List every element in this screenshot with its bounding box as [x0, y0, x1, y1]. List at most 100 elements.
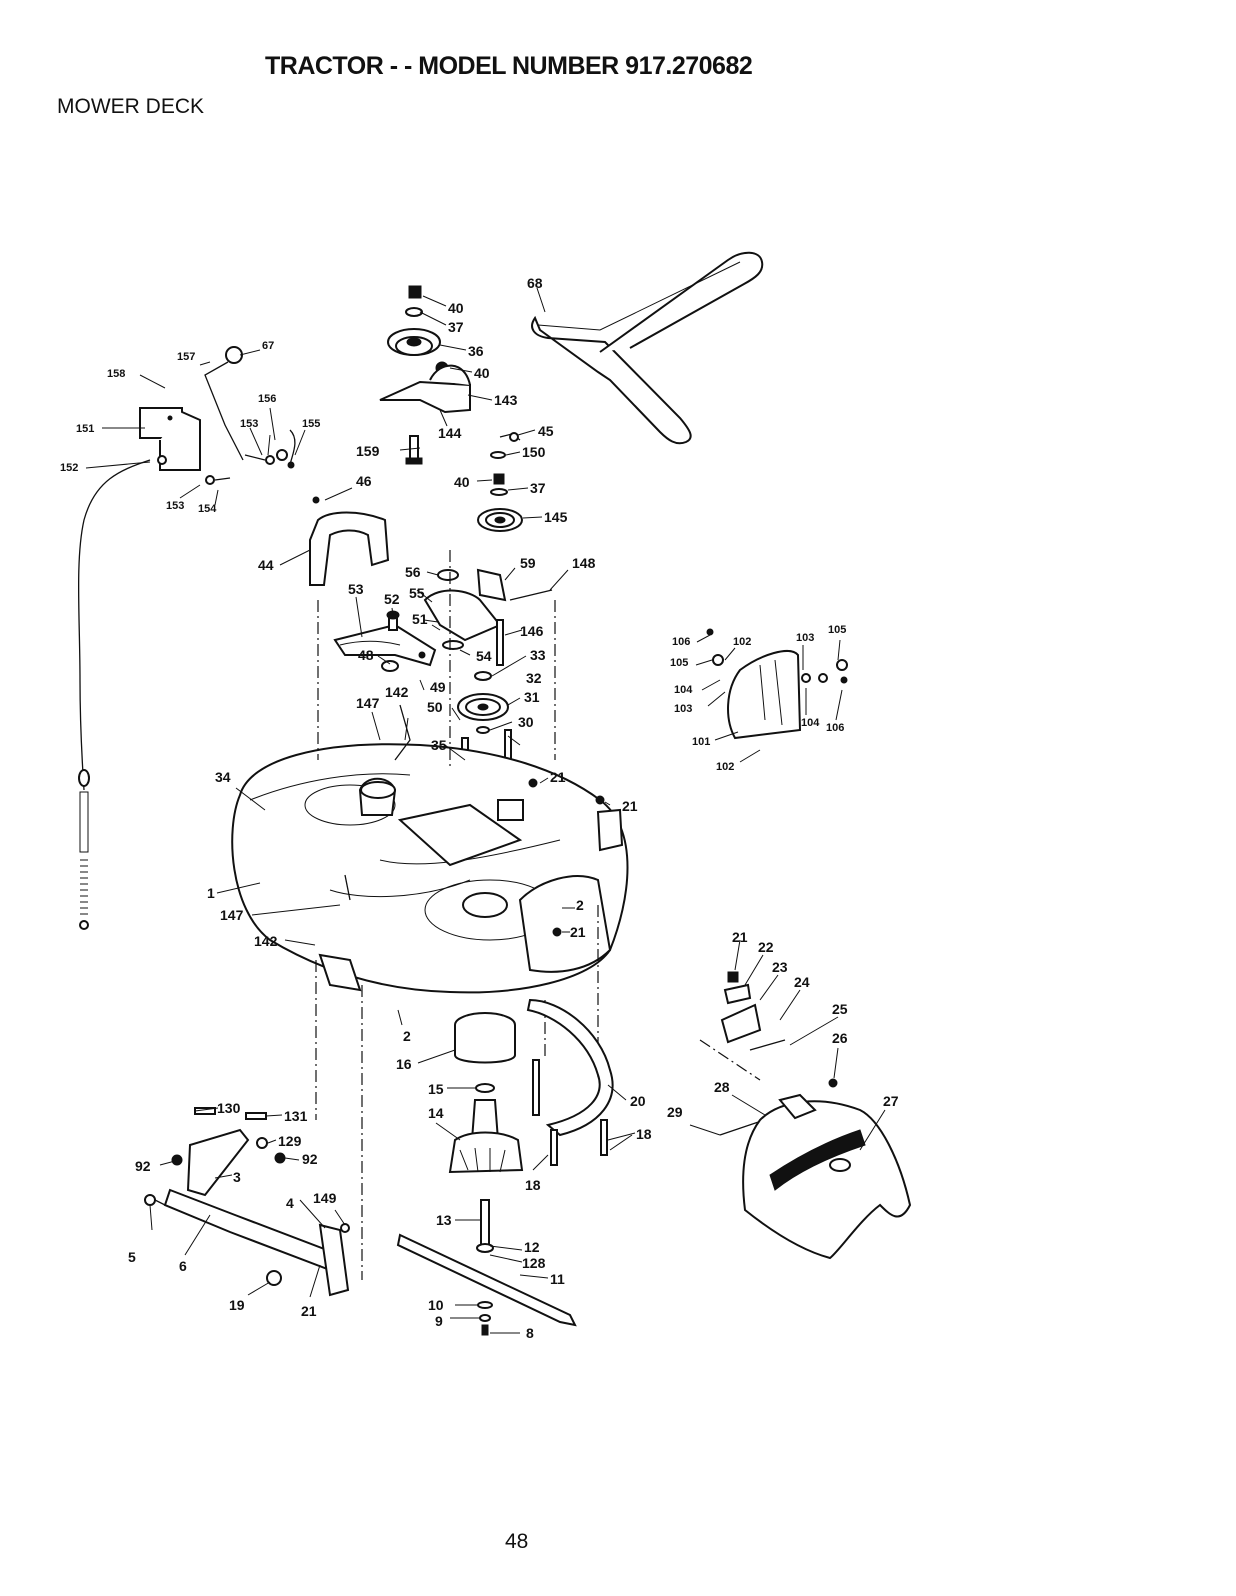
- callout: 29: [667, 1104, 683, 1120]
- callout: 142: [385, 684, 409, 700]
- callout: 147: [356, 695, 380, 711]
- section-title: MOWER DECK: [57, 95, 204, 118]
- callout: 31: [524, 689, 540, 705]
- callout: 128: [522, 1255, 546, 1271]
- callout: 104: [674, 684, 693, 696]
- drive-belt: [531, 251, 764, 445]
- assembly-lines: [315, 550, 761, 1280]
- lift-cable: [77, 459, 151, 930]
- callout: 20: [630, 1093, 646, 1109]
- callout: 106: [672, 636, 690, 648]
- callout: 152: [60, 462, 78, 474]
- callout: 16: [396, 1056, 412, 1072]
- callout: 157: [177, 351, 195, 363]
- callout: 33: [530, 647, 546, 663]
- callout: 105: [828, 624, 846, 636]
- callout: 154: [198, 503, 217, 515]
- callout: 25: [832, 1001, 848, 1017]
- callout: 37: [448, 319, 464, 335]
- callout: 14: [428, 1105, 444, 1121]
- callout: 102: [733, 636, 751, 648]
- callout: 32: [526, 670, 542, 686]
- page-number: 48: [505, 1530, 529, 1553]
- callout: 9: [435, 1313, 443, 1329]
- callout: 23: [772, 959, 788, 975]
- callout: 50: [427, 699, 443, 715]
- callout: 13: [436, 1212, 452, 1228]
- mower-deck-exploded-diagram: 68 40 37 36 40 143 144 159 45 150 40 37 …: [60, 251, 912, 1341]
- callout: 27: [883, 1093, 899, 1109]
- callout: 5: [128, 1249, 136, 1265]
- callout: 21: [622, 798, 638, 814]
- callout: 45: [538, 423, 554, 439]
- callout: 51: [412, 611, 428, 627]
- callout: 68: [527, 275, 543, 291]
- callout: 158: [107, 368, 125, 380]
- callout: 106: [826, 722, 844, 734]
- callout: 12: [524, 1239, 540, 1255]
- callout: 18: [636, 1126, 652, 1142]
- callout: 103: [674, 703, 692, 715]
- callout: 28: [714, 1079, 730, 1095]
- callout: 46: [356, 473, 372, 489]
- callout: 149: [313, 1190, 337, 1206]
- callout: 150: [522, 444, 546, 460]
- chute-deflector: [719, 971, 912, 1260]
- callout: 21: [732, 929, 748, 945]
- callout: 19: [229, 1297, 245, 1313]
- callout: 30: [518, 714, 534, 730]
- callout: 144: [438, 425, 462, 441]
- callout: 11: [550, 1271, 565, 1287]
- callout: 52: [384, 591, 400, 607]
- callout: 36: [468, 343, 484, 359]
- idler-arm-assembly: [333, 568, 553, 672]
- callout: 35: [431, 737, 447, 753]
- callout: 44: [258, 557, 274, 573]
- belt-guard: [309, 496, 390, 586]
- deck-pulley-stack: [477, 432, 523, 532]
- callout: 48: [358, 647, 374, 663]
- callout: 1: [207, 885, 215, 901]
- callout: 54: [476, 648, 492, 664]
- callout: 131: [284, 1108, 308, 1124]
- deck-stabilizer-bracket: [526, 998, 614, 1166]
- blade-spindle-assembly: [396, 1012, 577, 1336]
- callout: 37: [530, 480, 546, 496]
- callout: 130: [217, 1100, 241, 1116]
- callout: 56: [405, 564, 421, 580]
- callout: 21: [550, 769, 566, 785]
- callout: 142: [254, 933, 278, 949]
- callout: 40: [474, 365, 490, 381]
- page-title: TRACTOR - - MODEL NUMBER 917.270682: [265, 52, 753, 80]
- callout: 10: [428, 1297, 444, 1313]
- callout: 101: [692, 736, 710, 748]
- callout: 105: [670, 657, 688, 669]
- callout-labels: 68 40 37 36 40 143 144 159 45 150 40 37 …: [60, 275, 899, 1341]
- callout: 147: [220, 907, 244, 923]
- callout: 92: [302, 1151, 318, 1167]
- callout: 129: [278, 1133, 302, 1149]
- callout: 153: [240, 418, 258, 430]
- callout: 145: [544, 509, 568, 525]
- callout: 4: [286, 1195, 294, 1211]
- callout: 24: [794, 974, 810, 990]
- callout: 156: [258, 393, 276, 405]
- callout: 103: [796, 632, 814, 644]
- callout: 6: [179, 1258, 187, 1274]
- lift-lever-assembly: [139, 346, 296, 485]
- callout: 153: [166, 500, 184, 512]
- callout: 49: [430, 679, 446, 695]
- callout: 159: [356, 443, 380, 459]
- callout: 18: [525, 1177, 541, 1193]
- callout: 15: [428, 1081, 444, 1097]
- callout: 67: [262, 340, 274, 352]
- callout: 59: [520, 555, 536, 571]
- callout: 104: [801, 717, 820, 729]
- mower-deck: [231, 704, 629, 994]
- callout: 146: [520, 623, 544, 639]
- idler-pulley-assembly: [379, 285, 471, 465]
- callout: 53: [348, 581, 364, 597]
- callout: 40: [448, 300, 464, 316]
- callout: 2: [576, 897, 584, 913]
- callout: 155: [302, 418, 320, 430]
